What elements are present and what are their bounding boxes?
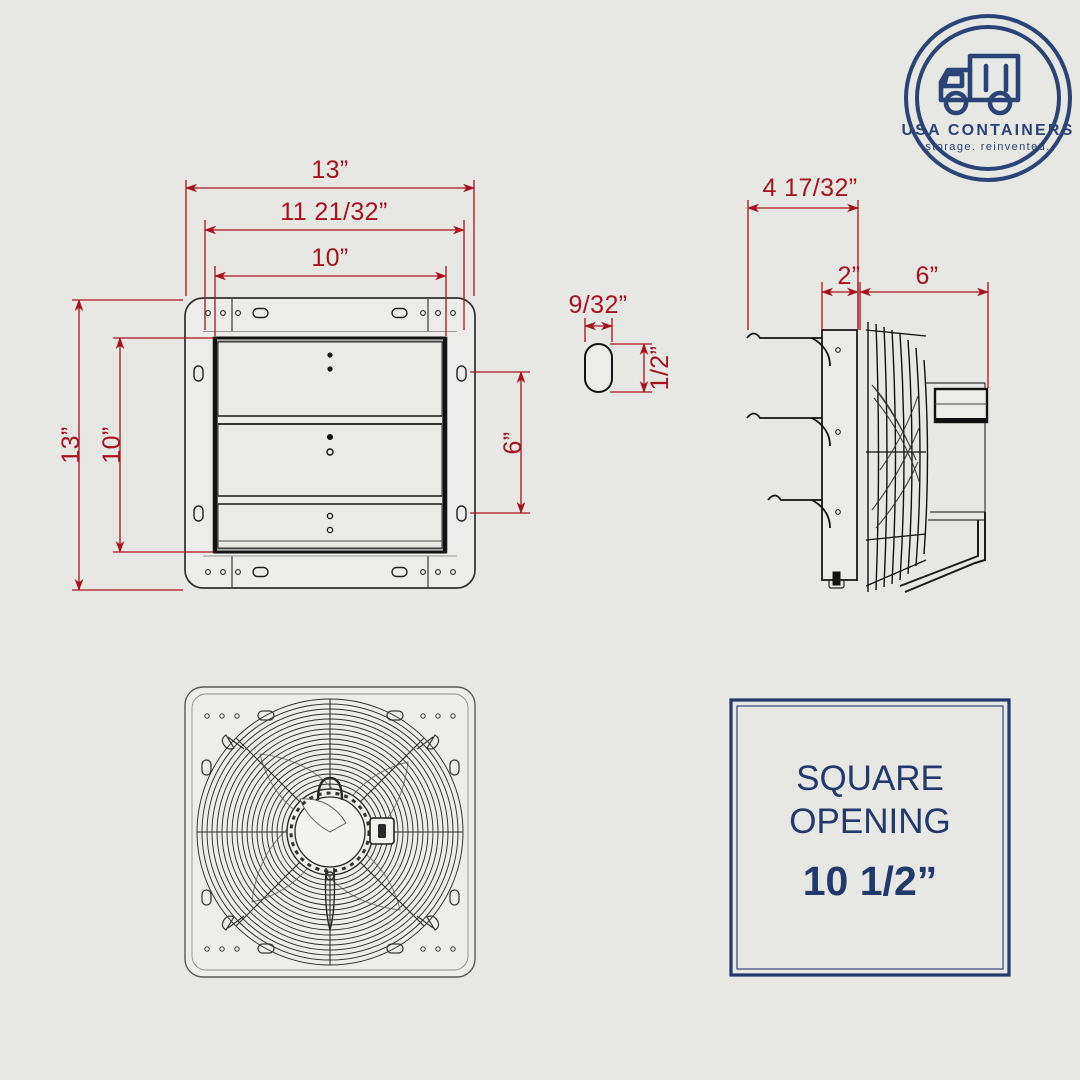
front-view-dimension-labels: 13” 11 21/32” 10” 13” 10” 6” — [57, 156, 527, 464]
dim-label-slot-width: 9/32” — [569, 291, 628, 319]
side-view-dimension-labels: 4 17/32” 2” 6” — [763, 174, 939, 290]
louver-blade — [217, 341, 443, 417]
square-opening-callout-box — [729, 698, 1011, 977]
logo-rings — [904, 14, 1072, 182]
fan-hub — [286, 776, 395, 931]
louver-blade — [217, 423, 443, 497]
callout-line-1: SQUARE — [796, 759, 944, 798]
dim-label-front-width-flange: 11 21/32” — [280, 198, 387, 226]
slot-detail-geometry — [584, 343, 613, 393]
dim-label-side-depth-front: 2” — [837, 262, 860, 290]
dim-label-front-hole-spacing: 6” — [499, 431, 527, 454]
side-view-dimensions — [747, 200, 989, 388]
callout-value: 10 1/2” — [803, 858, 938, 904]
dim-label-front-width-opening: 10” — [311, 244, 348, 272]
callout-line-2: OPENING — [789, 802, 950, 841]
dim-label-front-height-opening: 10” — [98, 426, 126, 463]
logo-tagline: storage. reinvented. — [925, 141, 1050, 153]
slot-detail-dimensions — [584, 318, 652, 393]
dim-label-side-depth-rear: 6” — [915, 262, 938, 290]
delivery-truck-icon — [938, 53, 1021, 116]
rear-view-geometry — [184, 686, 476, 978]
slot-detail-labels: 9/32” 1/2” — [569, 291, 674, 390]
dim-label-slot-height: 1/2” — [646, 346, 674, 391]
fan-guard-profile — [867, 322, 929, 592]
side-view-geometry — [746, 322, 989, 593]
dim-label-front-height-overall: 13” — [57, 426, 85, 463]
logo-primary-text: USA CONTAINERS — [901, 122, 1074, 139]
front-view-dimensions — [72, 180, 530, 591]
louver-blade — [217, 503, 443, 549]
dim-label-side-depth-overall: 4 17/32” — [763, 174, 858, 202]
front-view-geometry — [184, 297, 476, 589]
dim-label-front-width-overall: 13” — [311, 156, 348, 184]
junction-box — [933, 387, 989, 424]
louver-blade-profile — [746, 332, 831, 529]
